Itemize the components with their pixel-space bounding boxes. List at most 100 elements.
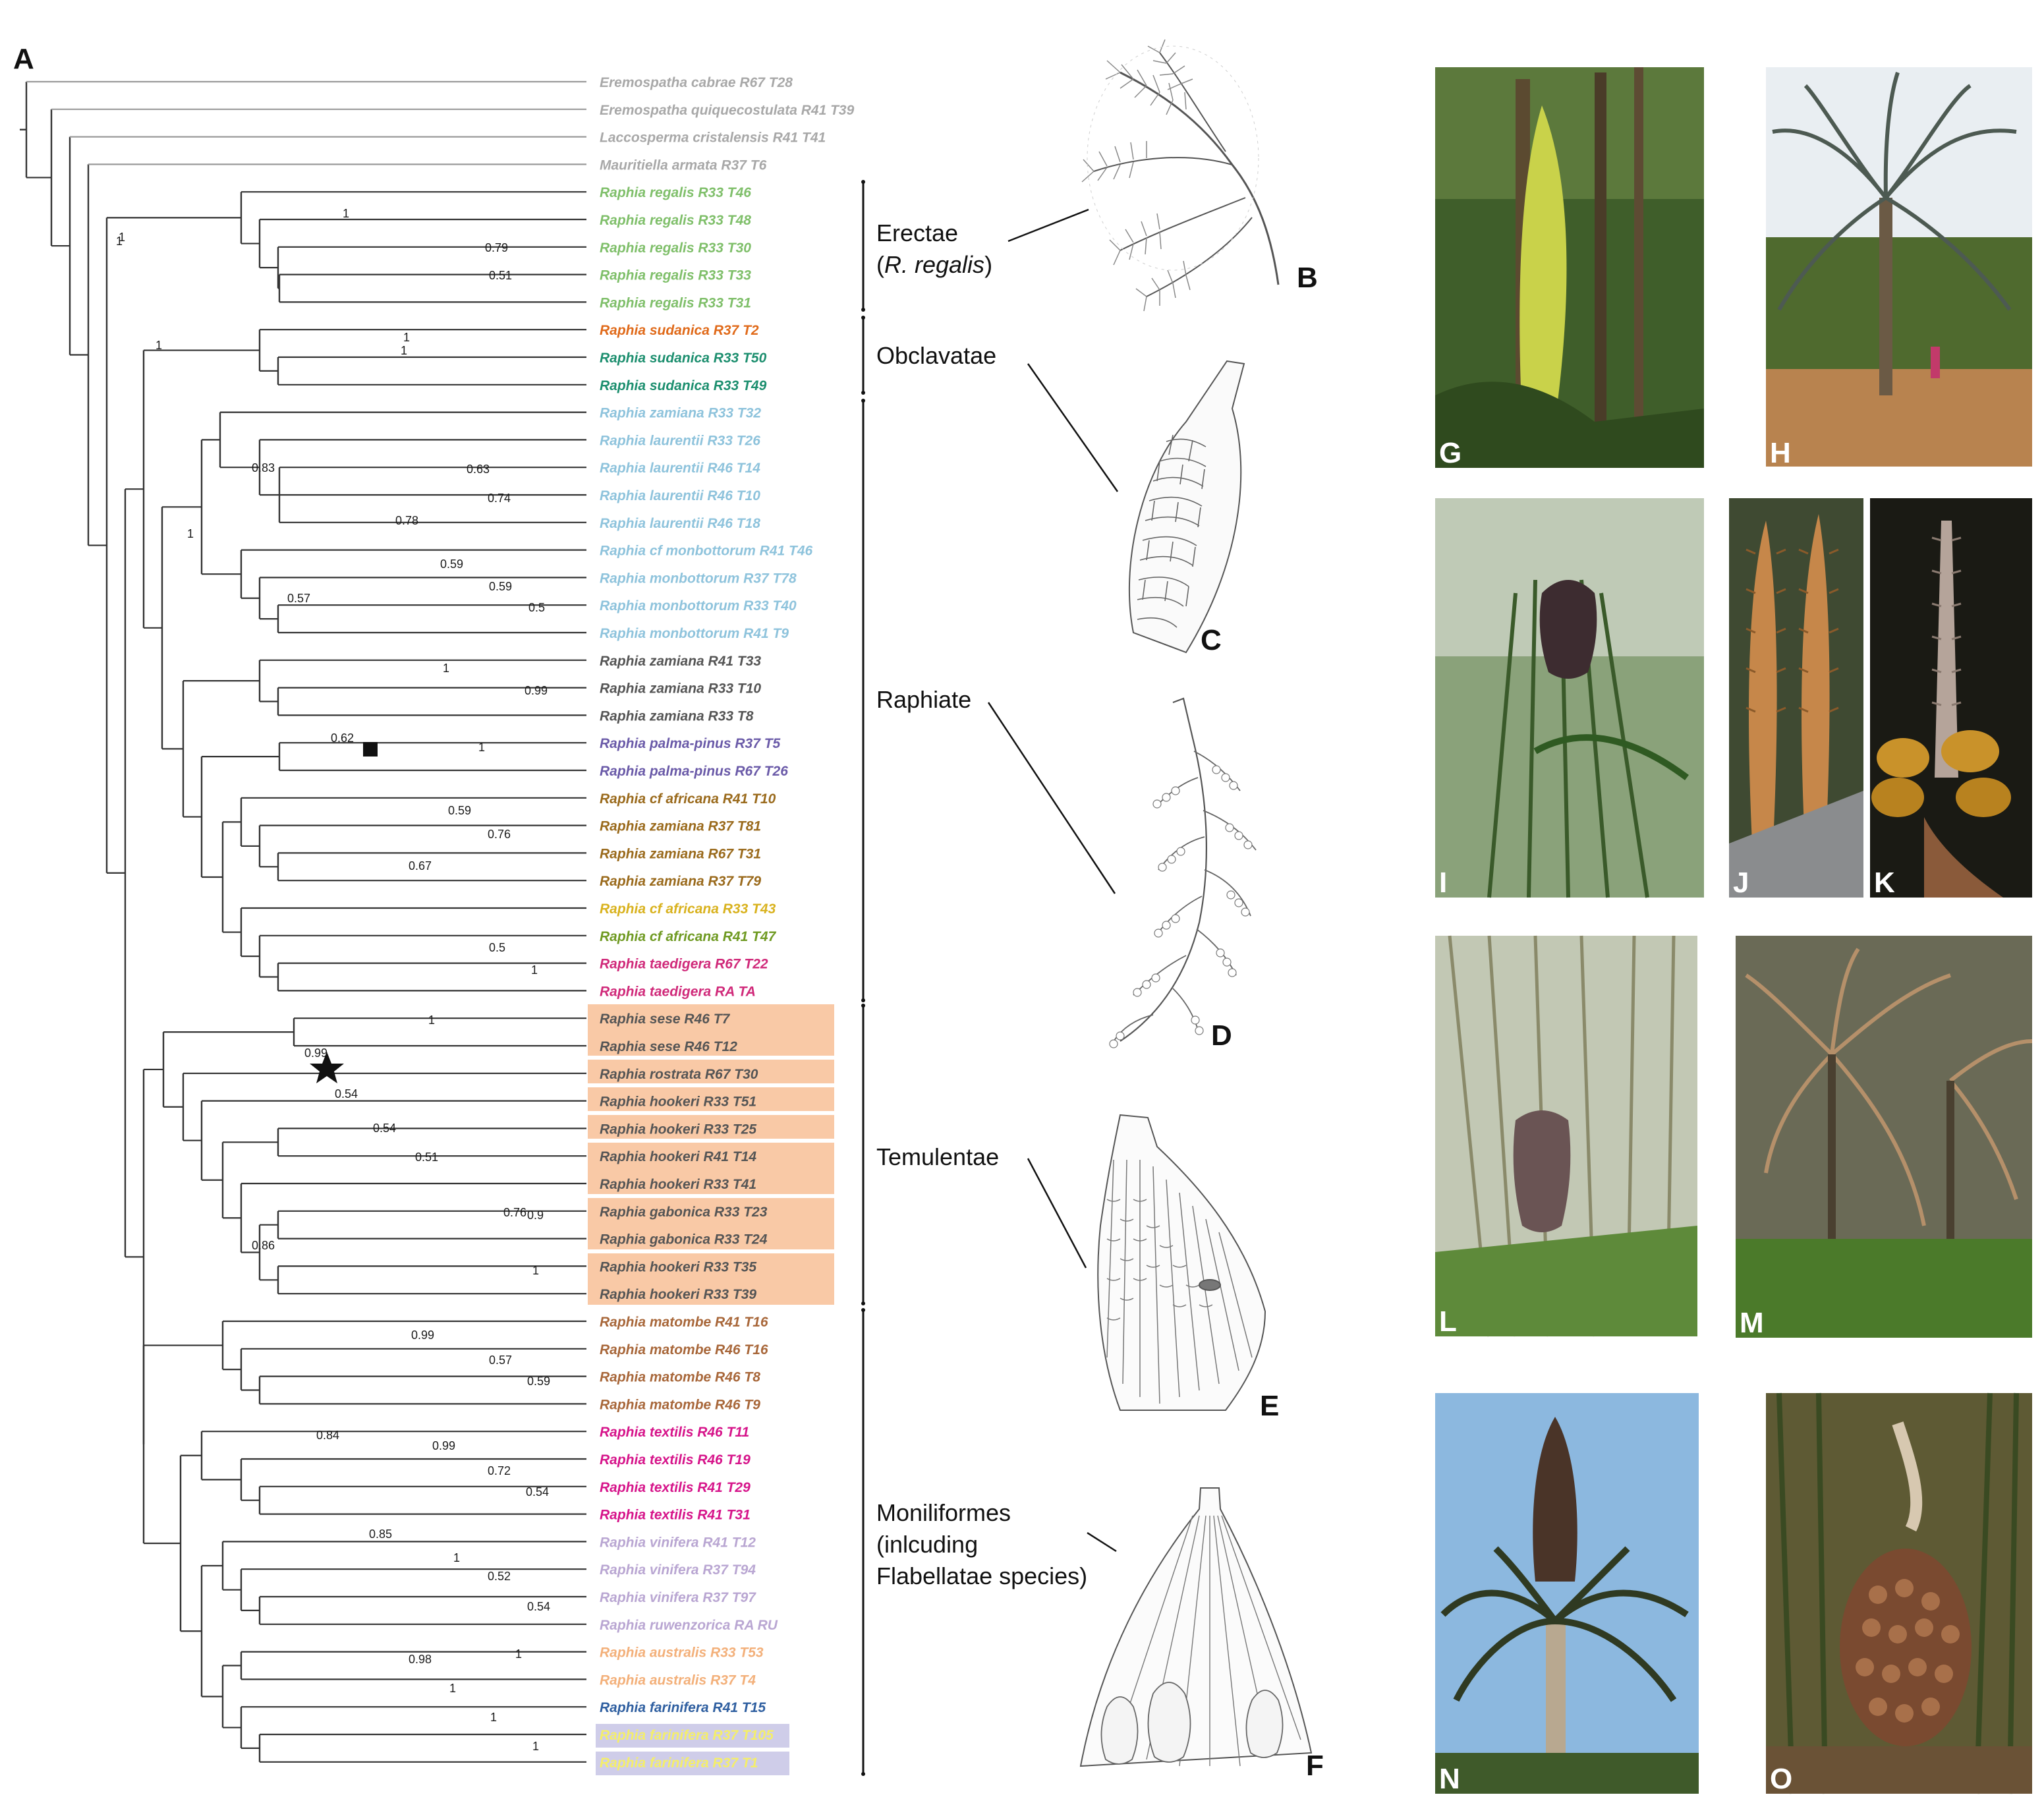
support-value: 0.9: [527, 1209, 544, 1222]
support-value: 1: [449, 1682, 456, 1695]
tip-label: Raphia textilis R46 T11: [600, 1425, 749, 1440]
tip-label: Raphia australis R33 T53: [600, 1645, 764, 1661]
tip-label: Raphia regalis R33 T30: [600, 241, 751, 256]
support-value: 0.59: [448, 804, 471, 817]
support-value: 0.98: [409, 1653, 432, 1666]
support-value: 0.57: [287, 592, 310, 605]
tip-label: Raphia gabonica R33 T23: [600, 1205, 768, 1220]
tree-branches: [20, 80, 586, 1763]
support-value: 0.54: [526, 1485, 549, 1499]
tip-label: Raphia matombe R46 T8: [600, 1370, 760, 1385]
tip-label: Raphia palma-pinus R67 T26: [600, 764, 788, 779]
support-value: 0.59: [440, 557, 463, 571]
photo-k: K: [1870, 498, 2032, 899]
photo-label-j: J: [1733, 867, 1749, 899]
group-label-moniliformes-3: Flabellatae species): [876, 1562, 1087, 1589]
tip-label: Raphia zamiana R37 T79: [600, 874, 761, 889]
support-value: 0.62: [331, 731, 354, 745]
tip-label: Raphia hookeri R33 T35: [600, 1259, 756, 1274]
panel-label-a: A: [13, 43, 34, 75]
drawing-c-infructescence: [1128, 360, 1245, 654]
tip-label: Raphia cf monbottorum R41 T46: [600, 544, 813, 559]
group-label-moniliformes: Moniliformes: [876, 1499, 1011, 1526]
tip-label: Raphia taedigera R67 T22: [600, 957, 768, 972]
support-value: 1: [532, 1740, 539, 1753]
group-label-erectae-species: (R. regalis): [876, 251, 992, 278]
tip-label: Raphia australis R37 T4: [600, 1672, 756, 1688]
tip-label: Raphia zamiana R33 T8: [600, 708, 754, 724]
tip-label: Raphia sudanica R33 T50: [600, 351, 767, 366]
support-value: 0.86: [252, 1239, 275, 1252]
star-node-marker: [310, 1052, 344, 1083]
tip-label: Raphia laurentii R46 T18: [600, 516, 760, 531]
group-label-moniliformes-2: (inlcuding: [876, 1531, 978, 1558]
drawing-label-c: C: [1201, 624, 1222, 656]
tip-label: Raphia farinifera R37 T1: [600, 1756, 758, 1771]
support-value: 0.79: [485, 241, 508, 254]
tip-label: Raphia textilis R41 T29: [600, 1480, 751, 1495]
drawing-label-e: E: [1260, 1390, 1279, 1422]
tip-label: Eremospatha cabrae R67 T28: [600, 75, 793, 90]
support-value: 0.85: [369, 1528, 392, 1541]
support-value: 0.54: [373, 1122, 396, 1135]
photo-l: L: [1435, 935, 1697, 1338]
support-value: 0.51: [415, 1151, 438, 1164]
tip-label: Raphia laurentii R46 T14: [600, 461, 760, 476]
support-value: 1: [532, 1264, 539, 1277]
tip-label: Raphia cf africana R33 T43: [600, 901, 776, 917]
support-value: 1: [478, 741, 485, 754]
photo-label-h: H: [1770, 437, 1791, 469]
support-value: 0.57: [489, 1354, 512, 1367]
tip-label: Raphia cf africana R41 T10: [600, 791, 776, 807]
drawing-label-b: B: [1297, 262, 1318, 294]
photo-label-m: M: [1740, 1307, 1764, 1339]
support-value: 0.59: [489, 580, 512, 593]
photo-j: J: [1729, 498, 1863, 899]
support-value: 1: [156, 339, 162, 352]
tip-label: Raphia zamiana R33 T10: [600, 681, 761, 697]
support-value: 0.5: [528, 601, 545, 614]
support-value: 0.99: [304, 1046, 327, 1060]
drawing-f-infructescence: [1079, 1487, 1313, 1767]
tip-label: Raphia vinifera R37 T97: [600, 1590, 756, 1605]
drawing-e-infructescence: [1097, 1114, 1266, 1411]
tip-label: Eremospatha quiquecostulata R41 T39: [600, 103, 855, 118]
drawing-d-infructescence: [1109, 697, 1257, 1048]
tip-label: Raphia vinifera R41 T12: [600, 1535, 756, 1550]
square-node-marker: [363, 742, 378, 757]
tip-label: Mauritiella armata R37 T6: [600, 157, 767, 173]
support-value: 1: [403, 331, 410, 344]
support-value: 1: [401, 344, 407, 357]
tip-label: Raphia zamiana R41 T33: [600, 654, 761, 669]
tip-label: Raphia hookeri R41 T14: [600, 1149, 756, 1164]
tip-label: Raphia farinifera R37 T105: [600, 1728, 774, 1743]
photo-label-g: G: [1439, 437, 1462, 469]
photo-label-l: L: [1439, 1305, 1457, 1338]
tip-label: Raphia matombe R46 T16: [600, 1342, 768, 1357]
tip-label: Raphia monbottorum R33 T40: [600, 598, 797, 614]
tip-label: Raphia cf africana R41 T47: [600, 929, 777, 944]
tip-label: Raphia zamiana R67 T31: [600, 846, 761, 861]
support-value: 0.74: [488, 492, 511, 505]
support-value: 0.54: [527, 1600, 550, 1613]
tip-label: Raphia taedigera RA TA: [600, 984, 756, 999]
support-value: 1: [116, 235, 123, 248]
tip-label: Raphia monbottorum R41 T9: [600, 626, 789, 641]
tip-label: Raphia zamiana R33 T32: [600, 406, 761, 421]
photo-i: I: [1435, 498, 1704, 899]
group-label-raphiate: Raphiate: [876, 686, 971, 713]
tip-label: Raphia textilis R41 T31: [600, 1508, 751, 1523]
tip-label: Raphia laurentii R33 T26: [600, 433, 760, 448]
tip-label: Raphia palma-pinus R37 T5: [600, 736, 781, 751]
support-value: 1: [531, 963, 538, 977]
tip-label: Raphia ruwenzorica RA RU: [600, 1618, 778, 1633]
support-value: 1: [119, 231, 125, 244]
support-value: 1: [187, 527, 194, 540]
tip-label: Raphia sudanica R33 T49: [600, 378, 767, 393]
tip-label: Raphia regalis R33 T33: [600, 268, 751, 283]
tip-label: Raphia matombe R46 T9: [600, 1397, 760, 1412]
support-value: 1: [443, 662, 449, 675]
support-value: 1: [515, 1647, 522, 1661]
